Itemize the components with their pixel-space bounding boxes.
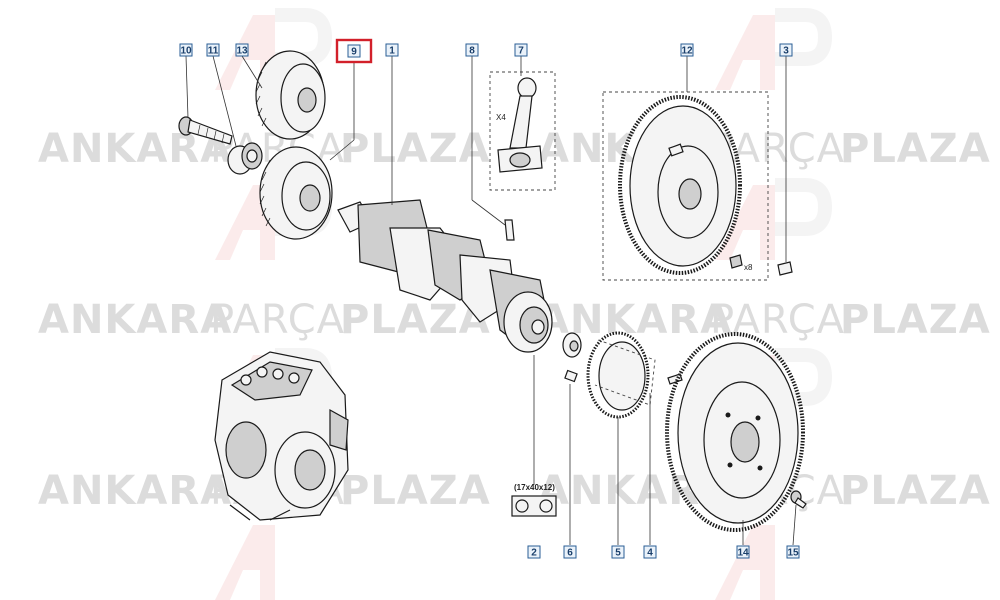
watermark-right: PLAZA (840, 126, 991, 172)
callout-13[interactable]: 13 (235, 43, 249, 57)
engine-illustration (214, 351, 349, 521)
callout-label: 12 (681, 46, 693, 57)
callout-7[interactable]: 7 (514, 43, 528, 57)
callout-label: 15 (787, 548, 799, 559)
bearing-size: (17x40x12) (514, 483, 555, 492)
bearing-6[interactable] (562, 332, 582, 383)
callout-8[interactable]: 8 (465, 43, 479, 57)
callout-label: 7 (518, 46, 524, 57)
watermark-logo (715, 525, 775, 600)
bolt-3[interactable] (729, 254, 793, 276)
callout-10[interactable]: 10 (179, 43, 193, 57)
connecting-rod-7[interactable] (497, 77, 543, 173)
watermark-left: ANKARA (38, 468, 232, 514)
pulley-9[interactable] (259, 146, 333, 240)
flywheel-14[interactable] (665, 332, 805, 532)
callout-9[interactable]: 9 (335, 38, 373, 64)
callout-11[interactable]: 11 (206, 43, 220, 57)
pulley-13[interactable] (255, 50, 326, 140)
watermark-right: PLAZA (340, 297, 491, 343)
watermark-left: ANKARA (38, 297, 232, 343)
callout-label: 9 (351, 47, 357, 58)
callout-label: 1 (389, 46, 395, 57)
watermark-right: PLAZA (340, 468, 491, 514)
ring-gear-5[interactable] (586, 331, 656, 419)
watermark-right: PLAZA (340, 126, 491, 172)
callouts: 10 11 13 9 1 8 7 12 (179, 38, 800, 559)
watermark-logo (215, 525, 275, 600)
callout-label: 8 (469, 46, 475, 57)
callout-label: 13 (236, 46, 248, 57)
crankshaft-1[interactable] (337, 199, 553, 353)
callout-3[interactable]: 3 (779, 43, 793, 57)
watermark-right: PLAZA (840, 468, 991, 514)
callout-label: 11 (208, 46, 219, 57)
callout-label: 6 (567, 548, 573, 559)
watermark-row: ANKARA PARÇA PLAZA ANKARA PARÇA PLAZA (38, 297, 991, 343)
watermark-logo (715, 178, 833, 260)
rod-quantity: X4 (496, 113, 506, 122)
callout-label: 2 (531, 548, 537, 559)
callout-label: 14 (737, 548, 749, 559)
dual-flywheel-12[interactable] (618, 95, 742, 275)
callout-14[interactable]: 14 (736, 545, 750, 559)
callout-label: 10 (180, 46, 192, 57)
bearing-shells-2[interactable] (511, 495, 557, 517)
watermark-row: ANKARA PARÇA PLAZA ANKARA PARÇA PLAZA (38, 126, 991, 172)
highlight-frame (335, 38, 373, 64)
bolt-15[interactable] (790, 490, 807, 509)
callout-1[interactable]: 1 (385, 43, 399, 57)
leader-lines (185, 55, 797, 546)
callout-12[interactable]: 12 (680, 43, 694, 57)
watermark-logo (715, 7, 833, 90)
watermark-middle: PARÇA (210, 297, 345, 343)
watermark-middle: PARÇA (710, 297, 845, 343)
callout-15[interactable]: 15 (786, 545, 800, 559)
washer-11[interactable] (227, 142, 263, 175)
callout-label: 5 (615, 548, 621, 559)
callout-6[interactable]: 6 (563, 545, 577, 559)
callout-label: 4 (647, 548, 653, 559)
callout-4[interactable]: 4 (643, 545, 657, 559)
callout-2[interactable]: 2 (527, 545, 541, 559)
bolt-10[interactable] (178, 116, 233, 145)
callout-label: 3 (783, 46, 789, 57)
bolt-quantity: x8 (744, 263, 753, 272)
dual-flywheel-group-frame (602, 91, 769, 281)
watermark-text: ANKARA PARÇA PLAZA ANKARA PARÇA PLAZA AN… (38, 126, 991, 514)
rod-group-frame (489, 71, 556, 191)
callout-5[interactable]: 5 (611, 545, 625, 559)
watermark-right: PLAZA (840, 297, 991, 343)
bolt-8[interactable] (504, 219, 515, 241)
